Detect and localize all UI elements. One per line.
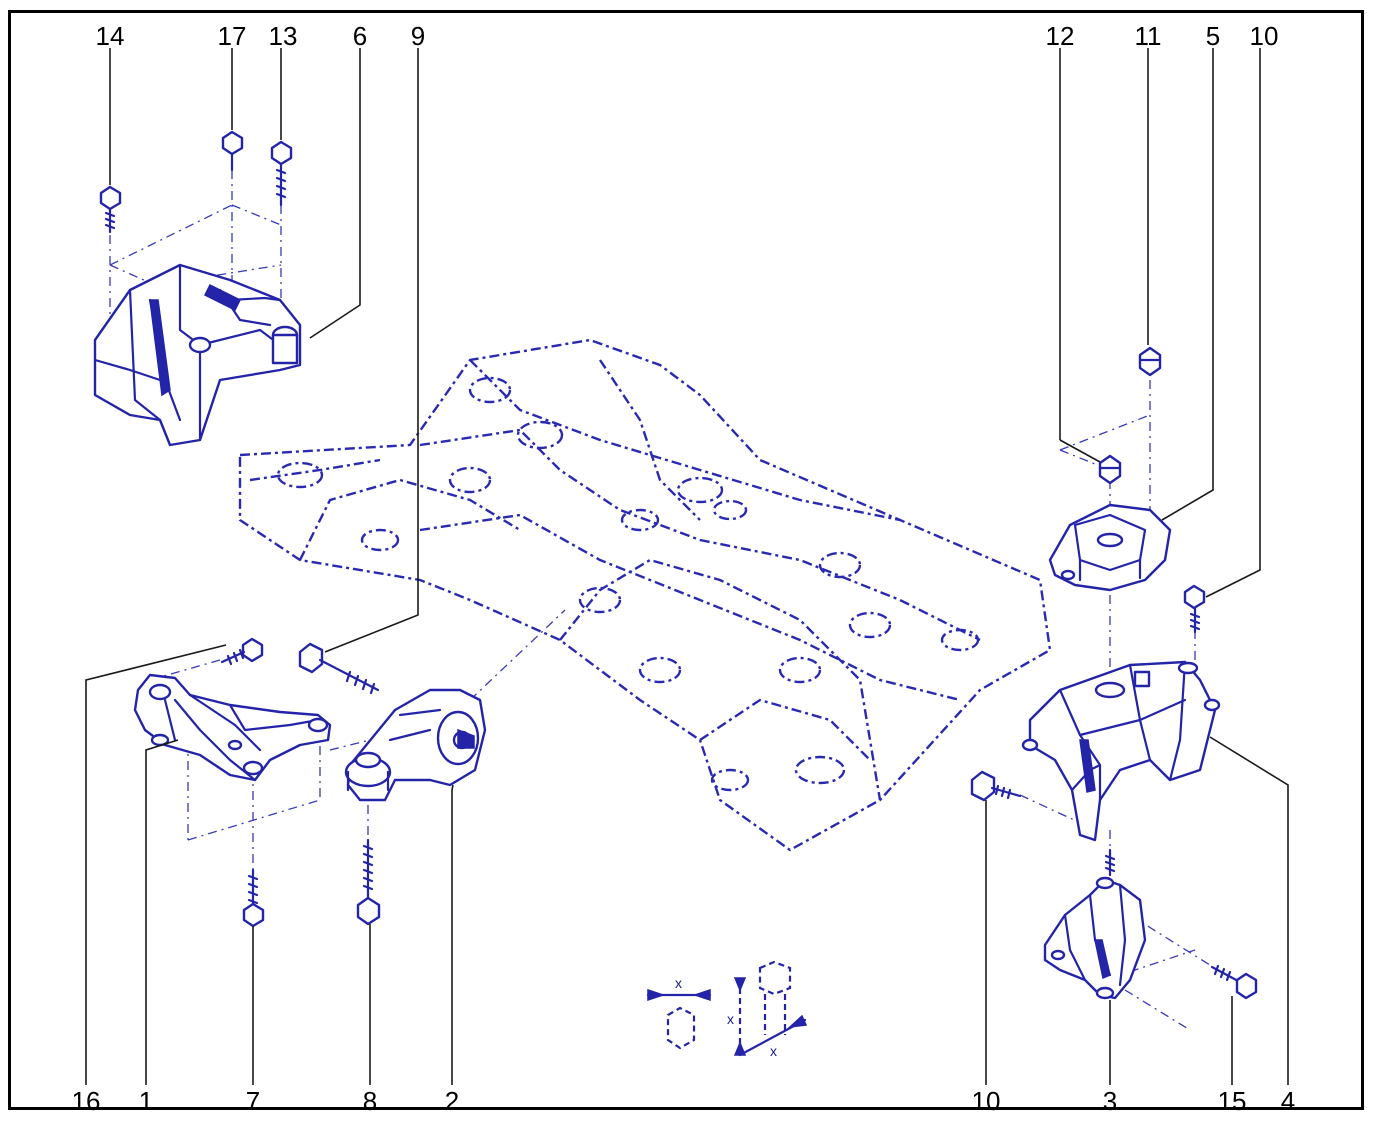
callout-2: 2	[445, 1086, 459, 1116]
callout-10-top: 10	[1250, 21, 1279, 51]
callout-5: 5	[1206, 21, 1220, 51]
bolt-10-lower	[970, 770, 1022, 802]
torque-symbol-label-length: x	[727, 1011, 734, 1027]
part-3-lower-mount	[1043, 848, 1147, 1000]
callout-9: 9	[411, 21, 425, 51]
callouts-top: 14 17 13 6 9 12 11 5 10	[96, 21, 1279, 51]
callout-16: 16	[72, 1086, 101, 1116]
torque-symbol-label-angle: x	[770, 1043, 777, 1059]
callout-15: 15	[1218, 1086, 1247, 1116]
bolt-16	[220, 637, 264, 666]
callout-14: 14	[96, 21, 125, 51]
bolt-13	[270, 140, 293, 207]
part-11-nut	[1138, 346, 1162, 377]
torque-symbol-label-nut: x	[675, 975, 682, 991]
diagram-frame	[8, 10, 1364, 1110]
part-4-gearbox-bracket	[1021, 660, 1221, 842]
torque-symbol: x x x	[646, 960, 808, 1059]
bolt-10-upper	[1183, 584, 1206, 634]
callout-3: 3	[1103, 1086, 1117, 1116]
bolt-15	[1210, 964, 1258, 1000]
bolt-7	[242, 868, 265, 928]
part-5-mount-pad	[1048, 503, 1172, 592]
callout-4: 4	[1281, 1086, 1295, 1116]
leader-lines	[85, 48, 1289, 1085]
bolt-9	[298, 642, 380, 695]
part-12-nut	[1098, 454, 1122, 485]
part-1-lower-bracket	[133, 673, 332, 782]
callout-7: 7	[246, 1086, 260, 1116]
bolt-8	[356, 838, 381, 926]
callout-1: 1	[139, 1086, 153, 1116]
callout-6: 6	[353, 21, 367, 51]
callout-17: 17	[218, 21, 247, 51]
subframe	[238, 338, 1052, 852]
callout-13: 13	[269, 21, 298, 51]
callout-11: 11	[1135, 21, 1162, 51]
bolt-17	[221, 130, 244, 172]
callout-10-bottom: 10	[972, 1086, 1001, 1116]
part-2-torque-rod	[344, 688, 487, 802]
bolt-14	[99, 185, 122, 234]
part-6-engine-mount-bracket	[93, 263, 302, 447]
callout-8: 8	[363, 1086, 377, 1116]
callout-12: 12	[1046, 21, 1075, 51]
callouts-bottom: 16 1 7 8 2 10 3 15 4	[72, 1086, 1296, 1116]
